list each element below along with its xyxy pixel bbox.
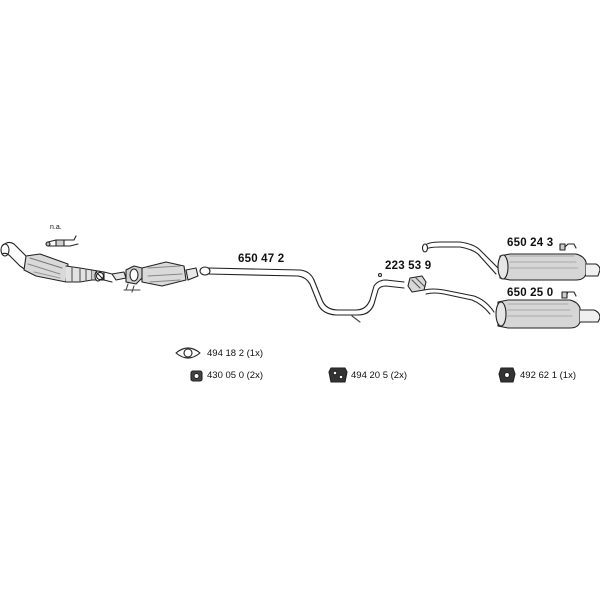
- rubber-mount-icon: [328, 367, 348, 383]
- rear-silencer-lower: [423, 288, 600, 329]
- not-available-label: n.a.: [50, 224, 62, 231]
- rear-silencer-upper: [421, 241, 600, 281]
- part-label-rear-silencer-upper: 650 24 3: [507, 237, 554, 249]
- mid-pipe: [199, 266, 405, 323]
- gasket-icon: [175, 347, 201, 359]
- clamp-icon: [190, 370, 203, 382]
- connector-clamp: [407, 275, 427, 293]
- rubber-mount-icon: [498, 367, 516, 383]
- part-label-connector: 223 53 9: [385, 260, 432, 272]
- legend-rubber-mount-b: 492 62 1 (1x): [520, 370, 576, 381]
- front-clamp: [95, 271, 105, 281]
- legend-clamp: 430 05 0 (2x): [207, 370, 263, 381]
- part-label-mid-pipe: 650 47 2: [238, 253, 285, 265]
- oxygen-sensor: [45, 235, 79, 247]
- middle-catalyst: [111, 261, 199, 293]
- part-label-rear-silencer-lower: 650 25 0: [507, 287, 554, 299]
- legend-gasket: 494 18 2 (1x): [207, 348, 263, 359]
- legend-rubber-mount-a: 494 20 5 (2x): [351, 370, 407, 381]
- front-catalytic-converter: [0, 241, 113, 283]
